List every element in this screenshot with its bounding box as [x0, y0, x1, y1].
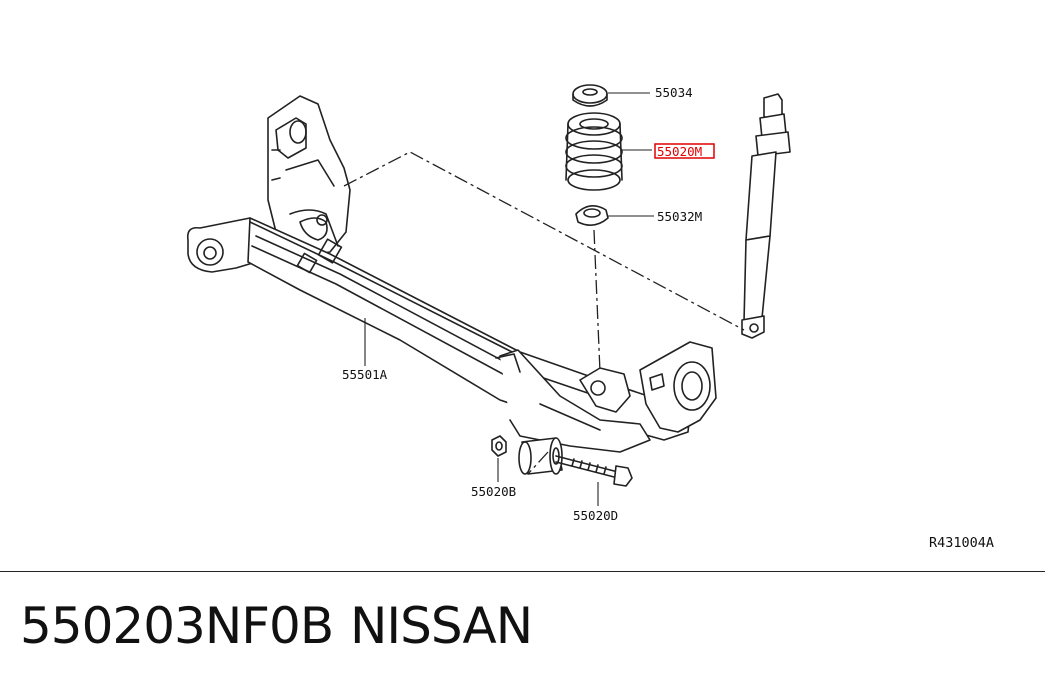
callout-55032M: 55032M: [657, 209, 702, 224]
bolt: [555, 455, 633, 487]
part-number: 550203NF0B: [20, 597, 334, 655]
callout-55020D: 55020D: [573, 508, 618, 523]
brand-name: NISSAN: [350, 597, 533, 655]
upper-spring-seat: [572, 84, 608, 107]
callout-55020M: 55020M: [657, 144, 702, 159]
assembly-guide-lines: [343, 151, 745, 475]
parts-diagram: 55034 55020M 55032M 55501A 55020B 55020D…: [186, 84, 994, 551]
reference-code: R431004A: [929, 535, 994, 551]
footer-divider: [0, 571, 1045, 572]
callout-55020B: 55020B: [471, 484, 516, 499]
callout-55020M-highlight: [654, 143, 715, 159]
callout-55501A: 55501A: [342, 367, 388, 382]
shock-absorber: [741, 93, 791, 339]
lower-spring-seat: [575, 205, 609, 226]
axle-beam: [186, 95, 717, 453]
leader-lines: [364, 92, 654, 506]
nut: [491, 435, 507, 457]
callout-55034: 55034: [655, 85, 693, 100]
coil-spring: [565, 112, 623, 191]
